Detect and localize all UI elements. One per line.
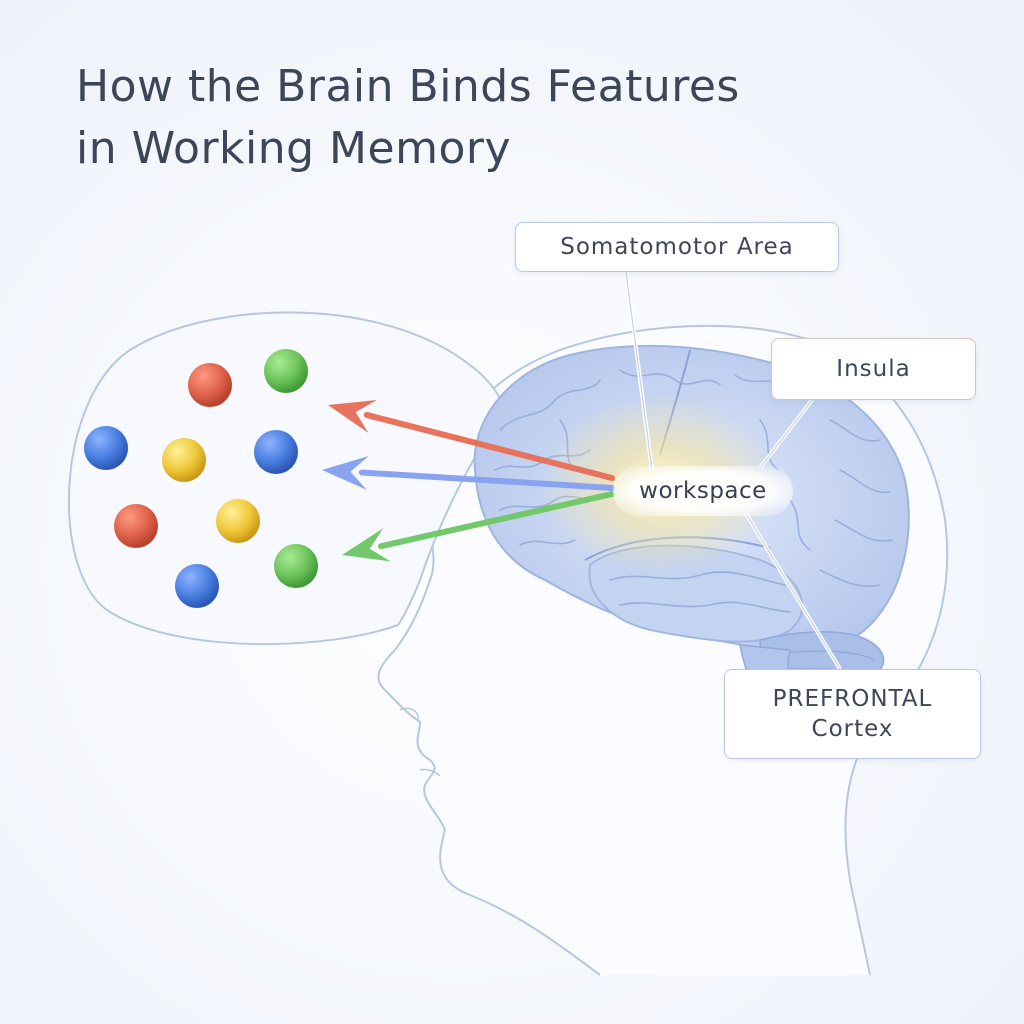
- label-workspace-text: workspace: [639, 478, 767, 504]
- arrow-blue-shaft: [358, 469, 615, 491]
- feature-dot-red: [114, 504, 158, 548]
- arrow-red-head: [328, 399, 377, 433]
- feature-dot-yellow: [162, 438, 206, 482]
- label-somatomotor-text: Somatomotor Area: [560, 234, 794, 260]
- feature-dots: [84, 349, 318, 608]
- feature-dot-green: [274, 544, 318, 588]
- label-prefrontal-cortex: PREFRONTAL Cortex: [724, 669, 981, 759]
- feature-dot-blue: [84, 426, 128, 470]
- brain-illustration: [473, 344, 910, 721]
- arrow-green-shaft: [378, 491, 615, 550]
- arrow-blue-head: [322, 455, 369, 490]
- arrow-green-head: [342, 528, 391, 562]
- label-insula: Insula: [771, 338, 976, 400]
- label-workspace: workspace: [613, 466, 793, 516]
- thought-bubble: [68, 311, 507, 646]
- feature-arrows: [322, 399, 615, 562]
- feature-dot-blue: [175, 564, 219, 608]
- arrow-red-shaft: [363, 411, 615, 481]
- feature-dot-yellow: [216, 499, 260, 543]
- feature-dot-green: [264, 349, 308, 393]
- title-line-1: How the Brain Binds Features: [76, 61, 740, 112]
- label-prefrontal-line-2: Cortex: [811, 716, 894, 742]
- feature-dot-blue: [254, 430, 298, 474]
- label-somatomotor-area: Somatomotor Area: [515, 222, 839, 272]
- feature-dot-red: [188, 363, 232, 407]
- label-insula-text: Insula: [836, 356, 911, 382]
- title-line-2: in Working Memory: [76, 123, 511, 174]
- page-title: How the Brain Binds Features in Working …: [76, 56, 740, 180]
- label-prefrontal-line-1: PREFRONTAL: [772, 686, 933, 712]
